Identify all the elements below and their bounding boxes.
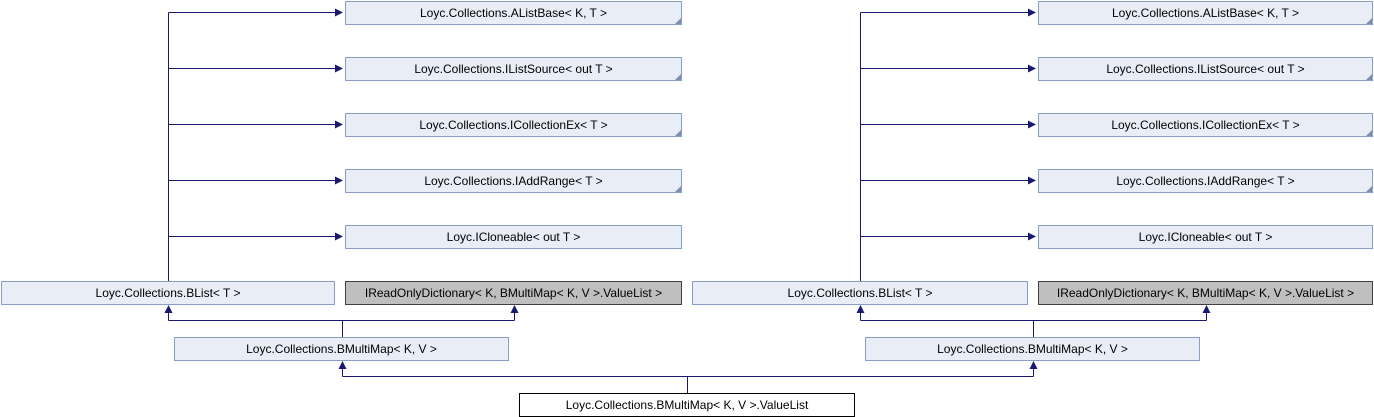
node-right-bmultimap[interactable]: Loyc.Collections.BMultiMap< K, V > (865, 337, 1200, 361)
node-right-alistbase[interactable]: Loyc.Collections.AListBase< K, T > (1038, 1, 1373, 25)
node-right-ilistsource[interactable]: Loyc.Collections.IListSource< out T > (1038, 57, 1373, 81)
node-label: Loyc.Collections.IAddRange< T > (424, 174, 603, 188)
fold-corner-icon (1366, 186, 1372, 192)
fold-corner-icon (675, 18, 681, 24)
node-left-iaddrange[interactable]: Loyc.Collections.IAddRange< T > (345, 169, 682, 193)
fold-corner-icon (675, 186, 681, 192)
node-right-blist[interactable]: Loyc.Collections.BList< T > (692, 281, 1028, 305)
node-right-readonly-dictionary: IReadOnlyDictionary< K, BMultiMap< K, V … (1038, 281, 1373, 305)
node-right-iaddrange[interactable]: Loyc.Collections.IAddRange< T > (1038, 169, 1373, 193)
node-label: Loyc.ICloneable< out T > (446, 230, 581, 244)
node-left-icloneable[interactable]: Loyc.ICloneable< out T > (345, 225, 682, 249)
node-label: Loyc.Collections.BList< T > (95, 286, 241, 300)
node-label: Loyc.Collections.IListSource< out T > (414, 62, 613, 76)
node-label: IReadOnlyDictionary< K, BMultiMap< K, V … (364, 286, 663, 300)
fold-corner-icon (675, 130, 681, 136)
node-label: Loyc.Collections.AListBase< K, T > (420, 6, 607, 20)
node-label: Loyc.Collections.IAddRange< T > (1116, 174, 1295, 188)
node-right-icloneable[interactable]: Loyc.ICloneable< out T > (1038, 225, 1373, 249)
node-left-readonly-dictionary: IReadOnlyDictionary< K, BMultiMap< K, V … (345, 281, 682, 305)
node-label: Loyc.Collections.ICollectionEx< T > (1111, 118, 1300, 132)
fold-corner-icon (1366, 130, 1372, 136)
node-label: Loyc.Collections.ICollectionEx< T > (419, 118, 608, 132)
node-label: Loyc.Collections.BMultiMap< K, V > (937, 342, 1128, 356)
node-left-alistbase[interactable]: Loyc.Collections.AListBase< K, T > (345, 1, 682, 25)
node-left-bmultimap[interactable]: Loyc.Collections.BMultiMap< K, V > (174, 337, 509, 361)
node-label: Loyc.Collections.IListSource< out T > (1106, 62, 1305, 76)
fold-corner-icon (1366, 74, 1372, 80)
node-label: Loyc.Collections.AListBase< K, T > (1112, 6, 1299, 20)
node-main-valuelist: Loyc.Collections.BMultiMap< K, V >.Value… (519, 393, 855, 417)
node-left-icollectionex[interactable]: Loyc.Collections.ICollectionEx< T > (345, 113, 682, 137)
node-label: Loyc.ICloneable< out T > (1138, 230, 1273, 244)
node-left-blist[interactable]: Loyc.Collections.BList< T > (1, 281, 335, 305)
node-label: Loyc.Collections.BMultiMap< K, V > (246, 342, 437, 356)
fold-corner-icon (675, 74, 681, 80)
node-label: IReadOnlyDictionary< K, BMultiMap< K, V … (1056, 286, 1355, 300)
node-label: Loyc.Collections.BMultiMap< K, V >.Value… (565, 398, 809, 412)
node-right-icollectionex[interactable]: Loyc.Collections.ICollectionEx< T > (1038, 113, 1373, 137)
fold-corner-icon (1366, 18, 1372, 24)
node-label: Loyc.Collections.BList< T > (787, 286, 933, 300)
node-left-ilistsource[interactable]: Loyc.Collections.IListSource< out T > (345, 57, 682, 81)
